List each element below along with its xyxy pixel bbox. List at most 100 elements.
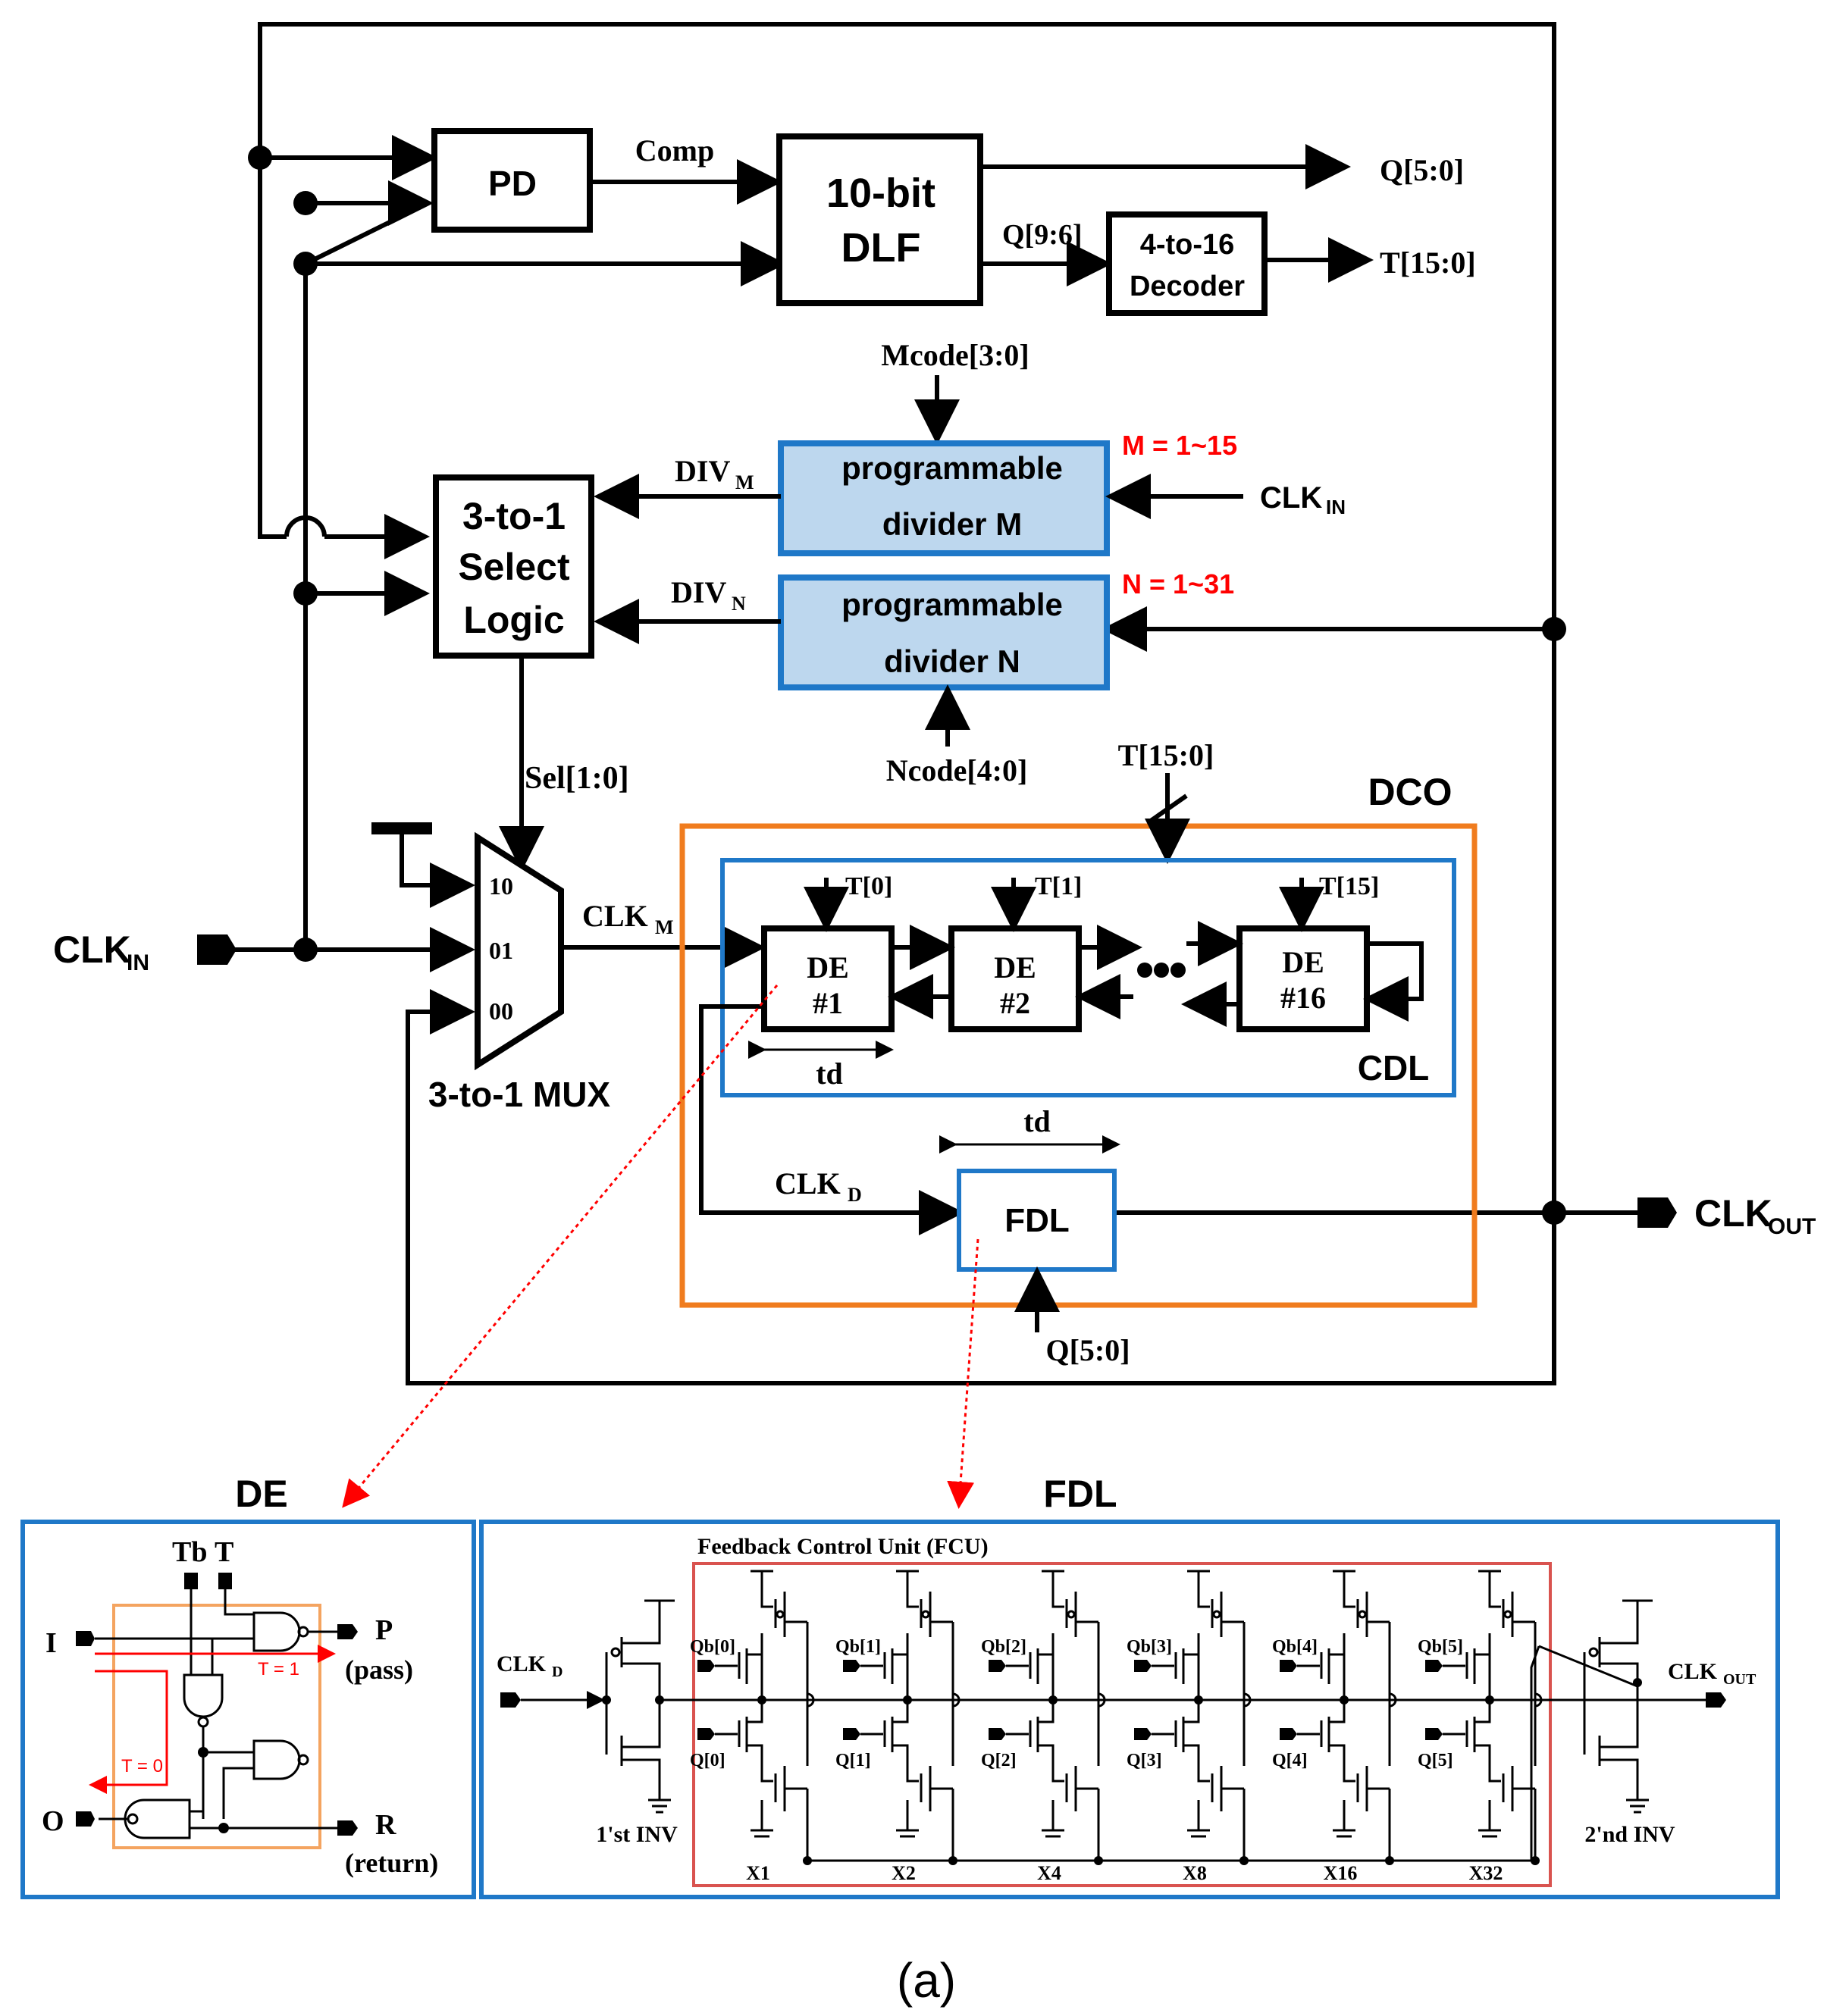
fcu-mult-label-4: X16 [1324, 1862, 1358, 1884]
decoder-block [1106, 211, 1268, 316]
clkout-label-sub: OUT [1768, 1214, 1816, 1239]
de16-label-b: #16 [1280, 981, 1326, 1015]
fdl-q50-label: Q[5:0] [1045, 1333, 1130, 1367]
de2-label-b: #2 [1000, 986, 1030, 1020]
clkin-label-sub: IN [127, 950, 149, 975]
de16-t-label: T[15] [1319, 872, 1379, 900]
sel-label: Sel[1:0] [525, 761, 629, 796]
dco-t150-label: T[15:0] [1118, 738, 1214, 772]
decoder-label-2: Decoder [1130, 271, 1245, 302]
de-t0-label: T = 0 [121, 1756, 163, 1777]
divm-label-main: DIV [675, 454, 730, 488]
cdl-chain-arrows [888, 921, 1424, 1027]
de-inner-box [112, 1604, 321, 1849]
clkd-label-sub: D [848, 1184, 862, 1206]
de-p-label: P [375, 1614, 393, 1646]
divm-label-sub: M [735, 471, 754, 493]
fcu-qb-label-5: Qb[5] [1418, 1637, 1463, 1657]
t150-label: T[15:0] [1380, 246, 1476, 280]
divn-label-sub: N [732, 593, 746, 615]
de-r-label: R [375, 1809, 396, 1841]
fcu-mult-label-2: X4 [1037, 1862, 1061, 1884]
cdl-box [720, 858, 1456, 1097]
fcu-box [692, 1562, 1552, 1887]
mux-in-01: 01 [489, 937, 513, 964]
clkin-label-main: CLK [53, 928, 131, 971]
q50-label: Q[5:0] [1380, 153, 1464, 187]
fcu-q-label-4: Q[4] [1272, 1751, 1308, 1770]
clkout-terminal [1637, 1197, 1677, 1228]
dco-label: DCO [1368, 771, 1452, 813]
de16-label-a: DE [1282, 945, 1324, 979]
dlf-label-1: 10-bit [826, 171, 935, 216]
fdl-label: FDL [1004, 1202, 1070, 1239]
fcu-q-label-2: Q[2] [981, 1751, 1017, 1770]
figure-caption: (a) [897, 1953, 956, 2008]
fcu-qb-label-3: Qb[3] [1127, 1637, 1172, 1657]
fcu-qb-label-1: Qb[1] [835, 1637, 881, 1657]
decoder-label-1: 4-to-16 [1140, 229, 1235, 261]
fcu-q-label-3: Q[3] [1127, 1751, 1162, 1770]
fcu-mult-label-5: X32 [1469, 1862, 1503, 1884]
fdl-clkout-sub: OUT [1723, 1671, 1756, 1688]
divider-m-clkin-main: CLK [1260, 481, 1322, 515]
de-tb-label: Tb [172, 1536, 207, 1568]
de-panel [20, 1520, 476, 1899]
mux-block [475, 831, 564, 1071]
fdl-clkd-main: CLK [497, 1651, 547, 1676]
mux-label: 3-to-1 MUX [428, 1075, 611, 1114]
de1-t-label: T[0] [845, 872, 892, 900]
fcu-qb-label-4: Qb[4] [1272, 1637, 1318, 1657]
inv1-label: 1'st INV [596, 1822, 678, 1847]
mux-tie-bar [371, 822, 432, 834]
comp-label: Comp [635, 133, 714, 167]
fcu-qb-label-0: Qb[0] [690, 1637, 735, 1657]
divider-m-label-1: programmable [841, 450, 1063, 486]
q96-label: Q[9:6] [1002, 219, 1083, 251]
clkm-label-sub: M [655, 916, 674, 938]
n-range-label: N = 1~31 [1122, 568, 1234, 599]
td-label-fdl: td [1023, 1104, 1051, 1138]
de1-block [761, 925, 895, 1032]
m-range-label: M = 1~15 [1122, 430, 1237, 461]
select-logic-block [433, 474, 594, 659]
fcu-stages: Qb[0]Q[0]X1Qb[1]Q[1]X2Qb[2]Q[2]X4Qb[3]Q[… [690, 1570, 1543, 1884]
select-label-2: Select [458, 546, 570, 588]
de-t1-label: T = 1 [258, 1659, 299, 1679]
cdl-label: CDL [1358, 1048, 1430, 1088]
clkout-label-main: CLK [1694, 1192, 1772, 1235]
divider-m-label-2: divider M [882, 506, 1022, 542]
clkm-label-main: CLK [582, 899, 648, 933]
select-label-3: Logic [463, 599, 564, 641]
divider-n-label-2: divider N [884, 643, 1020, 679]
td-label-de: td [816, 1057, 843, 1091]
divider-n-label-1: programmable [841, 587, 1063, 622]
fdl-panel [479, 1520, 1780, 1899]
de1-label-a: DE [807, 950, 849, 985]
de-i-label: I [45, 1627, 57, 1659]
fcu-q-label-5: Q[5] [1418, 1751, 1453, 1770]
clkd-label-main: CLK [775, 1166, 841, 1201]
dlf-block [776, 133, 983, 306]
de-pass-label: (pass) [345, 1654, 413, 1685]
divider-m-clkin-sub: IN [1326, 496, 1346, 518]
fdl-clkout-main: CLK [1668, 1659, 1718, 1684]
fdl-clkd-sub: D [552, 1664, 563, 1680]
pd-block [431, 128, 593, 233]
mux-in-00: 00 [489, 997, 513, 1025]
fcu-mult-label-0: X1 [746, 1862, 770, 1884]
inv2-label: 2'nd INV [1584, 1822, 1675, 1847]
de-panel-title: DE [235, 1473, 287, 1515]
fcu-q-label-1: Q[1] [835, 1751, 871, 1770]
mcode-label: Mcode[3:0] [881, 338, 1029, 372]
de2-label-a: DE [994, 950, 1036, 985]
zoom-pointer-de [342, 985, 779, 1508]
de-t-label: T [215, 1536, 233, 1568]
de-gate-circuit [76, 1589, 358, 1839]
de1-label-b: #1 [813, 986, 843, 1020]
fdl-block [957, 1169, 1117, 1272]
de-o-label: O [42, 1805, 64, 1837]
ncode-label: Ncode[4:0] [886, 753, 1028, 787]
dco-box [679, 823, 1478, 1308]
dlf-label-2: DLF [841, 225, 921, 271]
